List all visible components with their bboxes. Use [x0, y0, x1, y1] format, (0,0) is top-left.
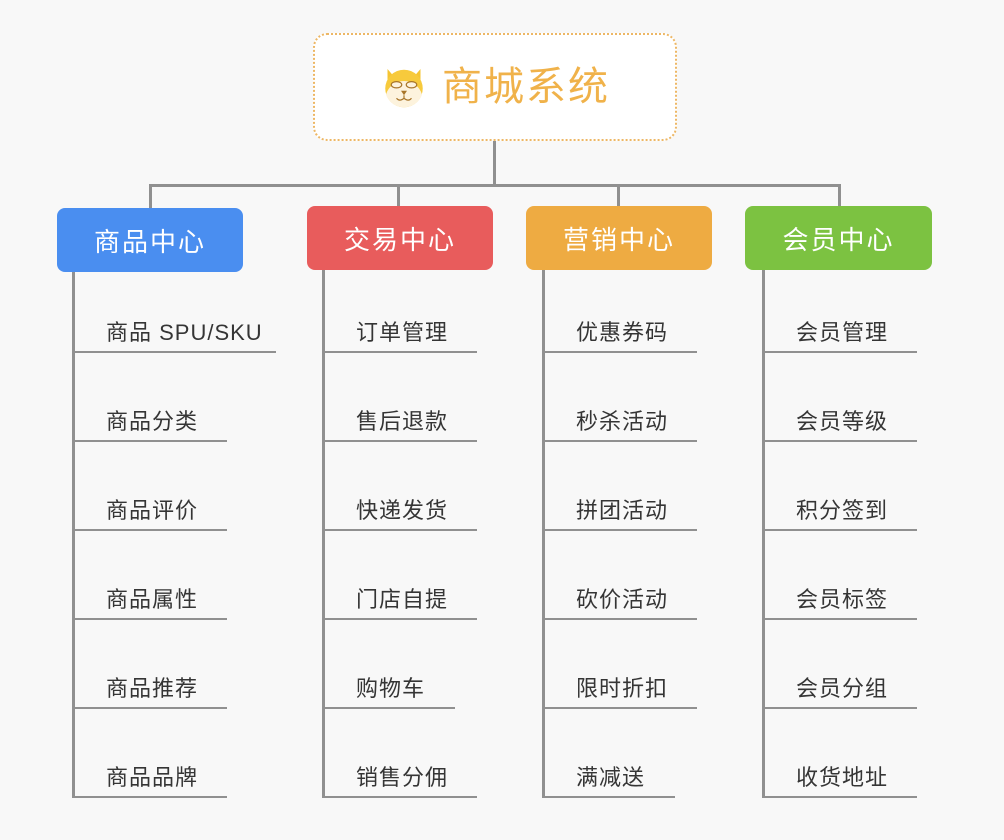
leaf-underline	[72, 618, 227, 620]
leaf-underline	[762, 440, 917, 442]
leaf-item[interactable]: 砍价活动	[542, 531, 697, 620]
leaf-item[interactable]: 优惠券码	[542, 264, 697, 353]
leaf-label: 购物车	[356, 675, 426, 701]
leaf-underline	[322, 529, 477, 531]
leaf-underline	[542, 351, 697, 353]
leaf-underline	[542, 707, 697, 709]
leaf-item[interactable]: 商品属性	[72, 531, 227, 620]
connector-drop-marketing-center	[617, 184, 620, 210]
leaf-item[interactable]: 购物车	[322, 620, 455, 709]
leaf-label: 优惠券码	[576, 319, 669, 345]
branch-spine-member-center	[762, 270, 765, 797]
connector-trunk	[493, 141, 496, 186]
leaf-label: 商品评价	[106, 497, 199, 523]
dog-face-icon	[385, 69, 423, 108]
leaf-label: 积分签到	[796, 497, 889, 523]
branch-label: 会员中心	[782, 224, 895, 255]
root-node[interactable]: 商城系统	[313, 33, 677, 141]
connector-drop-trade-center	[397, 184, 400, 210]
branch-head-product-center[interactable]: 商品中心	[57, 208, 243, 272]
leaf-underline	[542, 529, 697, 531]
connector-bus	[150, 184, 840, 187]
connector-drop-product-center	[149, 184, 152, 210]
leaf-underline	[322, 351, 477, 353]
leaf-item[interactable]: 商品 SPU/SKU	[72, 264, 276, 353]
leaf-item[interactable]: 积分签到	[762, 442, 917, 531]
leaf-label: 会员分组	[796, 675, 889, 701]
leaf-underline	[762, 351, 917, 353]
leaf-label: 售后退款	[356, 408, 449, 434]
leaf-item[interactable]: 秒杀活动	[542, 353, 697, 442]
leaf-label: 收货地址	[796, 764, 889, 790]
leaf-label: 门店自提	[356, 586, 449, 612]
leaf-label: 销售分佣	[356, 764, 449, 790]
branch-label: 商品中心	[93, 226, 206, 257]
leaf-item[interactable]: 会员等级	[762, 353, 917, 442]
branch-spine-trade-center	[322, 270, 325, 797]
leaf-item[interactable]: 收货地址	[762, 709, 917, 798]
branch-head-marketing-center[interactable]: 营销中心	[526, 206, 712, 270]
branch-label: 交易中心	[343, 224, 456, 255]
leaf-label: 商品品牌	[106, 764, 199, 790]
leaf-underline	[72, 440, 227, 442]
leaf-item[interactable]: 会员分组	[762, 620, 917, 709]
leaf-item[interactable]: 快递发货	[322, 442, 477, 531]
leaf-underline	[322, 707, 455, 709]
root-title: 商城系统	[442, 65, 610, 109]
leaf-item[interactable]: 商品评价	[72, 442, 227, 531]
leaf-label: 快递发货	[356, 497, 449, 523]
leaf-underline	[542, 618, 697, 620]
leaf-underline	[762, 796, 917, 798]
leaf-item[interactable]: 商品推荐	[72, 620, 227, 709]
branch-spine-marketing-center	[542, 270, 545, 797]
leaf-label: 订单管理	[356, 319, 449, 345]
leaf-label: 会员等级	[796, 408, 889, 434]
branch-spine-product-center	[72, 272, 75, 797]
leaf-underline	[72, 351, 276, 353]
leaf-label: 商品推荐	[106, 675, 199, 701]
leaf-label: 商品属性	[106, 586, 199, 612]
leaf-label: 会员管理	[796, 319, 889, 345]
leaf-label: 拼团活动	[576, 497, 669, 523]
leaf-underline	[322, 618, 477, 620]
leaf-label: 限时折扣	[576, 675, 669, 701]
leaf-item[interactable]: 满减送	[542, 709, 675, 798]
leaf-label: 商品 SPU/SKU	[106, 319, 263, 345]
leaf-underline	[322, 440, 477, 442]
leaf-underline	[72, 796, 227, 798]
branch-label: 营销中心	[562, 224, 675, 255]
leaf-label: 秒杀活动	[576, 408, 669, 434]
leaf-item[interactable]: 商品分类	[72, 353, 227, 442]
leaf-item[interactable]: 拼团活动	[542, 442, 697, 531]
leaf-underline	[72, 529, 227, 531]
leaf-label: 满减送	[576, 764, 646, 790]
leaf-item[interactable]: 订单管理	[322, 264, 477, 353]
leaf-underline	[542, 796, 675, 798]
leaf-item[interactable]: 限时折扣	[542, 620, 697, 709]
leaf-item[interactable]: 商品品牌	[72, 709, 227, 798]
connector-drop-member-center	[838, 184, 841, 210]
leaf-label: 会员标签	[796, 586, 889, 612]
leaf-label: 商品分类	[106, 408, 199, 434]
leaf-item[interactable]: 会员标签	[762, 531, 917, 620]
leaf-underline	[542, 440, 697, 442]
leaf-underline	[762, 618, 917, 620]
leaf-item[interactable]: 销售分佣	[322, 709, 477, 798]
leaf-underline	[322, 796, 477, 798]
leaf-label: 砍价活动	[576, 586, 669, 612]
leaf-item[interactable]: 门店自提	[322, 531, 477, 620]
leaf-item[interactable]: 售后退款	[322, 353, 477, 442]
branch-head-trade-center[interactable]: 交易中心	[307, 206, 493, 270]
leaf-item[interactable]: 会员管理	[762, 264, 917, 353]
branch-head-member-center[interactable]: 会员中心	[745, 206, 932, 270]
leaf-underline	[762, 707, 917, 709]
leaf-underline	[72, 707, 227, 709]
leaf-underline	[762, 529, 917, 531]
